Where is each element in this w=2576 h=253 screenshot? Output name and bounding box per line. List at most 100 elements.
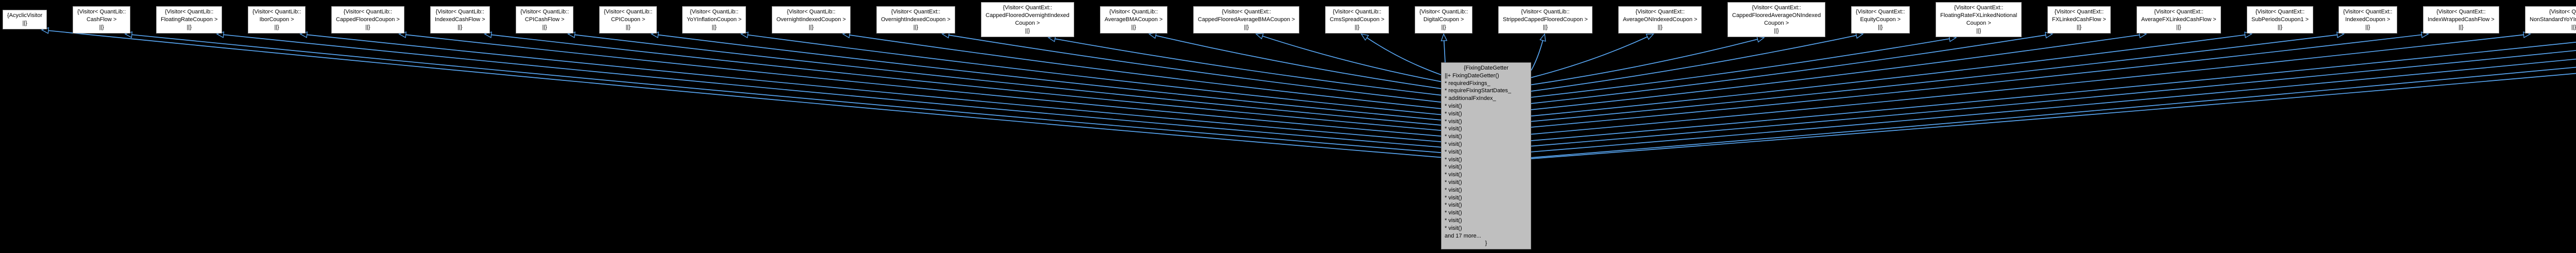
node-label-line: {Visitor< QuantExt::: [1954, 5, 2004, 11]
inheritance-edge: [1531, 50, 2576, 147]
center-class-member: }: [1485, 240, 1487, 247]
center-class-member: * visit(): [1445, 133, 1462, 140]
node-label-line: {Visitor< QuantExt::: [2343, 9, 2393, 15]
node-acyclicvisitor[interactable]: {AcyclicVisitor||}: [3, 10, 47, 29]
node-visitor-quantext-cappedflooredaveragebmacoupon[interactable]: {Visitor< QuantExt::CappedFlooredAverage…: [1193, 6, 1300, 33]
node-visitor-quantlib-cappedflooredcoupon[interactable]: {Visitor< QuantLib::CappedFlooredCoupon …: [331, 6, 404, 33]
node-visitor-quantlib-yoyinflationcoupon[interactable]: {Visitor< QuantLib::YoYInflationCoupon >…: [682, 6, 747, 33]
node-label-line: StrippedCappedFlooredCoupon >: [1503, 16, 1588, 23]
node-visitor-quantlib-cpicashflow[interactable]: {Visitor< QuantLib::CPICashFlow >||}: [516, 6, 574, 33]
node-label-line: CappedFlooredOvernightIndexed: [986, 12, 1070, 19]
node-label-line: OvernightIndexedCoupon >: [776, 16, 846, 23]
center-class-member: * visit(): [1445, 225, 1462, 231]
inheritance-edge: [405, 34, 1442, 137]
node-visitor-quantext-indexwrappedcashflow[interactable]: {Visitor< QuantExt::IndexWrappedCashFlow…: [2423, 6, 2499, 33]
center-class-member: * visit(): [1445, 194, 1462, 201]
inheritance-edge: [131, 34, 1442, 154]
inheritance-edge: [491, 34, 1442, 131]
node-label-line: {Visitor< QuantLib::: [1521, 9, 1570, 15]
node-label-line: IborCoupon >: [259, 16, 294, 23]
node-label-line: ||}: [1878, 24, 1883, 30]
node-visitor-quantext-floatingratefxlinkednotional-coupon[interactable]: {Visitor< QuantExt::FloatingRateFXLinked…: [1936, 2, 2022, 37]
center-class-member: * visit(): [1445, 126, 1462, 132]
node-visitor-quantext-averageonindexedcoupon[interactable]: {Visitor< QuantExt::AverageONIndexedCoup…: [1618, 6, 1702, 33]
center-class-member: * visit(): [1445, 172, 1462, 178]
inheritance-edge: [1531, 73, 2576, 159]
node-label-line: ||}: [99, 24, 104, 30]
inheritance-edge: [1443, 40, 1446, 63]
inheritance-edge: [1531, 34, 2422, 128]
node-label-line: SubPeriodsCoupon1 >: [2251, 16, 2309, 23]
inheritance-edge: [1531, 34, 2245, 116]
node-label-line: Coupon >: [1764, 20, 1789, 26]
node-label-line: ||}: [1354, 24, 1360, 30]
node-visitor-quantext-averagefxlinkedcashflow[interactable]: {Visitor< QuantExt::AverageFXLinkedCashF…: [2137, 6, 2221, 33]
node-label-line: {Visitor< QuantExt::: [1003, 5, 1053, 11]
node-label-line: AverageONIndexedCoupon >: [1623, 16, 1698, 23]
node-label-line: {Visitor< QuantLib::: [252, 9, 301, 15]
node-label-line: ||}: [1657, 24, 1663, 30]
node-label-line: CPICoupon >: [611, 16, 646, 23]
node-label-line: CmsSpreadCoupon >: [1330, 16, 1385, 23]
node-label-line: {AcyclicVisitor: [7, 12, 43, 19]
node-visitor-quantext-cappedflooredovernightindexed-coupon[interactable]: {Visitor< QuantExt::CappedFlooredOvernig…: [981, 2, 1074, 37]
node-visitor-quantlib-strippedcappedflooredcoupon[interactable]: {Visitor< QuantLib::StrippedCappedFloore…: [1498, 6, 1592, 33]
node-visitor-quantext-nonstandardyoyinflationcoupon[interactable]: {Visitor< QuantExt::NonStandardYoYInflat…: [2525, 6, 2576, 33]
node-label-line: {Visitor< QuantExt::: [1222, 9, 1271, 15]
inheritance-edge: [1366, 37, 1442, 75]
center-class-member: * visit(): [1445, 164, 1462, 171]
inheritance-edge: [948, 35, 1442, 103]
node-label-line: {Visitor< QuantExt::: [2255, 9, 2305, 15]
node-visitor-quantext-indexedcoupon[interactable]: {Visitor< QuantExt::IndexedCoupon >||}: [2338, 6, 2397, 33]
node-visitor-quantext-fxlinkedcashflow[interactable]: {Visitor< QuantExt::FXLinkedCashFlow >||…: [2047, 6, 2111, 33]
inheritance-arrowhead-icon: [1360, 33, 1369, 41]
inheritance-edge: [1531, 58, 2576, 153]
node-label-line: ||}: [1976, 28, 1981, 34]
node-label-line: EquityCoupon >: [1860, 16, 1901, 23]
node-visitor-quantlib-cpicoupon[interactable]: {Visitor< QuantLib::CPICoupon >||}: [599, 6, 657, 33]
node-visitor-quantlib-cmsspreadcoupon[interactable]: {Visitor< QuantLib::CmsSpreadCoupon >||}: [1325, 6, 1389, 33]
node-label-line: {Visitor< QuantLib::: [343, 9, 393, 15]
node-label-line: ||}: [542, 24, 547, 30]
node-label-line: ||}: [2571, 24, 2576, 30]
node-visitor-quantlib-indexedcashflow[interactable]: {Visitor< QuantLib::IndexedCashFlow >||}: [430, 6, 490, 33]
node-visitor-quantlib-averagebmacoupon[interactable]: {Visitor< QuantLib::AverageBMACoupon >||…: [1100, 6, 1167, 33]
inheritance-edge: [1531, 35, 2046, 104]
node-label-line: ||}: [1543, 24, 1548, 30]
inheritance-arrowhead-icon: [1255, 33, 1264, 40]
node-label-line: ||}: [187, 24, 192, 30]
node-visitor-quantext-overnightindexedcoupon[interactable]: {Visitor< QuantExt::OvernightIndexedCoup…: [876, 6, 955, 33]
center-class-member: * additionalFxIndex_: [1445, 95, 1496, 102]
inheritance-edge: [1055, 38, 1442, 96]
inheritance-edge: [1531, 42, 2576, 141]
node-label-line: ||}: [913, 24, 919, 30]
node-label-line: ||}: [2277, 24, 2283, 30]
node-visitor-quantext-subperiodscoupon1[interactable]: {Visitor< QuantExt::SubPeriodsCoupon1 >|…: [2247, 6, 2313, 33]
node-label-line: {Visitor< QuantLib::: [1109, 9, 1158, 15]
inheritance-edge: [658, 34, 1442, 121]
node-label-line: ||}: [2365, 24, 2370, 30]
node-label-line: {Visitor< QuantLib::: [435, 9, 484, 15]
node-visitor-quantlib-floatingratecoupon[interactable]: {Visitor< QuantLib::FloatingRateCoupon >…: [156, 6, 223, 33]
node-visitor-quantlib-iborcoupon[interactable]: {Visitor< QuantLib::IborCoupon >||}: [248, 6, 306, 33]
node-label-line: FloatingRateFXLinkedNotional: [1940, 12, 2018, 19]
node-visitor-quantlib-digitalcoupon[interactable]: {Visitor< QuantLib::DigitalCoupon >||}: [1415, 6, 1473, 33]
inheritance-edge: [1531, 34, 2524, 135]
node-visitor-quantext-cappedflooredaverageonindexed-coupon[interactable]: {Visitor< QuantExt::CappedFlooredAverage…: [1727, 2, 1826, 37]
node-label-line: ||}: [274, 24, 279, 30]
node-label-line: ||}: [1441, 24, 1446, 30]
node-label-line: FloatingRateCoupon >: [161, 16, 218, 23]
inheritance-edge: [1262, 36, 1442, 82]
inheritance-edge: [1531, 39, 1758, 86]
node-label-line: ||}: [711, 24, 717, 30]
node-label-line: ||}: [2176, 24, 2181, 30]
node-visitor-quantext-equitycoupon[interactable]: {Visitor< QuantExt::EquityCoupon >||}: [1851, 6, 1910, 33]
node-visitor-quantlib-overnightindexedcoupon[interactable]: {Visitor< QuantLib::OvernightIndexedCoup…: [772, 6, 851, 33]
node-visitor-quantlib-cashflow[interactable]: {Visitor< QuantLib::CashFlow >||}: [73, 6, 131, 33]
node-label-line: ||}: [457, 24, 463, 30]
inheritance-edge: [48, 30, 1442, 158]
node-label-line: CappedFlooredAverageBMACoupon >: [1198, 16, 1295, 23]
inheritance-edge: [1531, 36, 1648, 78]
inheritance-arrowhead-icon: [1539, 33, 1546, 42]
